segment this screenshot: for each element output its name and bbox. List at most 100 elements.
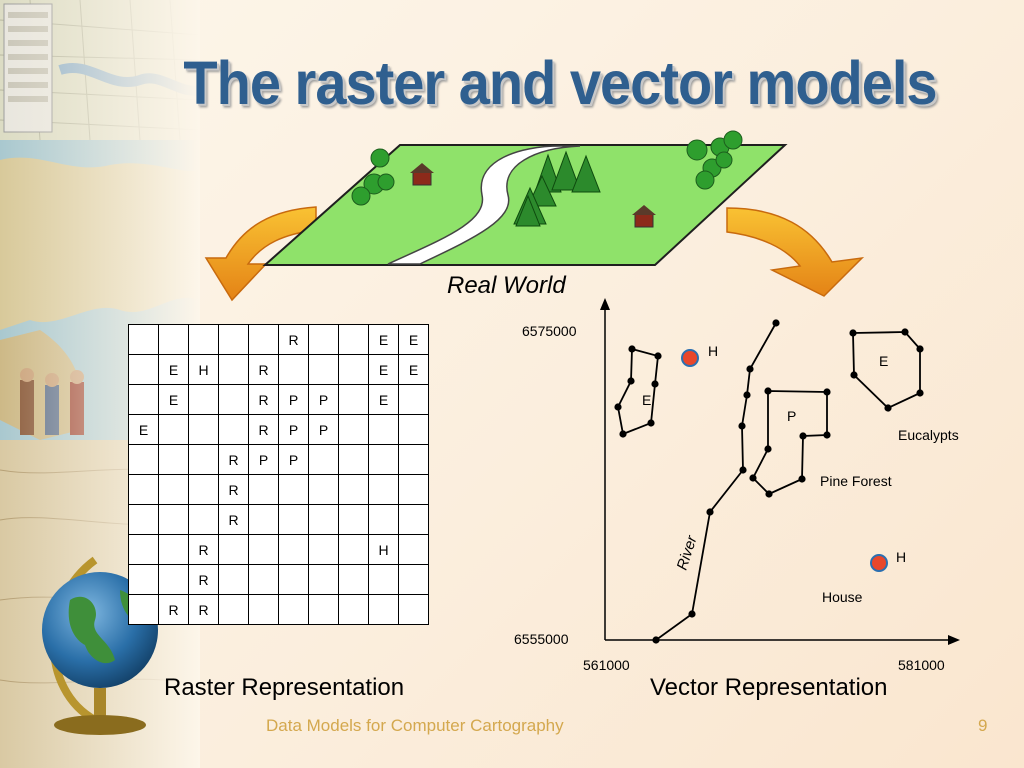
raster-cell: [338, 534, 369, 565]
page-number: 9: [978, 716, 988, 735]
raster-cell: [128, 534, 159, 565]
raster-cell: [128, 594, 159, 625]
raster-cell: H: [188, 354, 219, 385]
raster-cell: P: [308, 414, 339, 445]
vector-caption: Vector Representation: [650, 674, 888, 701]
x-axis-left-label: 561000: [583, 657, 630, 673]
raster-cell: R: [188, 534, 219, 565]
house-illustration-1: [410, 163, 434, 186]
raster-cell: [338, 504, 369, 535]
label-e-small: E: [642, 392, 651, 408]
pine-forest-trees: [513, 150, 601, 227]
raster-cell: [188, 414, 219, 445]
raster-cell: R: [218, 444, 249, 475]
raster-cell: [308, 444, 339, 475]
raster-row: R: [128, 474, 429, 505]
raster-caption: Raster Representation: [164, 674, 405, 701]
raster-cell: R: [218, 474, 249, 505]
vector-vertices: [614, 319, 924, 644]
real-world-label: Real World: [447, 272, 566, 299]
raster-cell: P: [248, 444, 279, 475]
raster-cell: [218, 594, 249, 625]
label-river: River: [674, 533, 701, 572]
raster-cell: [368, 504, 399, 535]
raster-cell: P: [278, 384, 309, 415]
raster-cell: R: [188, 594, 219, 625]
raster-cell: [398, 534, 429, 565]
raster-cell: E: [398, 324, 429, 355]
raster-cell: [128, 444, 159, 475]
label-p: P: [787, 408, 796, 424]
raster-cell: [308, 504, 339, 535]
raster-cell: [368, 474, 399, 505]
raster-cell: [128, 354, 159, 385]
raster-cell: [398, 564, 429, 595]
raster-cell: [128, 564, 159, 595]
raster-cell: [158, 324, 189, 355]
raster-cell: [218, 534, 249, 565]
house-illustration-2: [632, 205, 656, 228]
raster-cell: R: [188, 564, 219, 595]
raster-cell: [248, 534, 279, 565]
raster-cell: [218, 324, 249, 355]
raster-cell: [368, 594, 399, 625]
river-line: [655, 322, 777, 641]
raster-cell: [248, 324, 279, 355]
raster-cell: [248, 594, 279, 625]
raster-cell: [308, 564, 339, 595]
raster-cell: [338, 594, 369, 625]
raster-cell: [308, 324, 339, 355]
raster-cell: R: [248, 384, 279, 415]
raster-cell: P: [278, 444, 309, 475]
raster-cell: [368, 444, 399, 475]
raster-cell: [158, 534, 189, 565]
raster-cell: [338, 444, 369, 475]
raster-cell: [158, 564, 189, 595]
raster-cell: [218, 384, 249, 415]
raster-cell: [398, 474, 429, 505]
raster-cell: [128, 384, 159, 415]
raster-cell: [188, 324, 219, 355]
tree-cluster-right: [686, 130, 743, 190]
raster-cell: [338, 474, 369, 505]
raster-cell: [308, 474, 339, 505]
raster-row: R: [128, 504, 429, 535]
raster-cell: [368, 564, 399, 595]
raster-cell: H: [368, 534, 399, 565]
y-axis-top-label: 6575000: [522, 323, 577, 339]
label-h2: H: [896, 549, 906, 565]
raster-cell: E: [368, 324, 399, 355]
river-illustration: [387, 145, 581, 265]
raster-cell: [158, 504, 189, 535]
raster-cell: R: [278, 324, 309, 355]
label-eucalypts: Eucalypts: [898, 427, 959, 443]
raster-cell: E: [368, 354, 399, 385]
arrow-to-vector: [726, 207, 865, 297]
raster-cell: [338, 354, 369, 385]
raster-cell: [128, 504, 159, 535]
raster-cell: [278, 474, 309, 505]
raster-cell: [338, 564, 369, 595]
footer-title: Data Models for Computer Cartography: [266, 716, 564, 735]
x-axis-right-label: 581000: [898, 657, 945, 673]
raster-cell: E: [128, 414, 159, 445]
raster-cell: R: [248, 354, 279, 385]
raster-cell: E: [398, 354, 429, 385]
raster-cell: [248, 504, 279, 535]
raster-cell: [398, 504, 429, 535]
raster-cell: P: [278, 414, 309, 445]
real-world-illustration: [262, 130, 788, 266]
raster-cell: [278, 504, 309, 535]
raster-row: R: [128, 564, 429, 595]
raster-cell: [248, 474, 279, 505]
raster-cell: [338, 324, 369, 355]
label-e-large: E: [879, 353, 888, 369]
raster-cell: [128, 324, 159, 355]
